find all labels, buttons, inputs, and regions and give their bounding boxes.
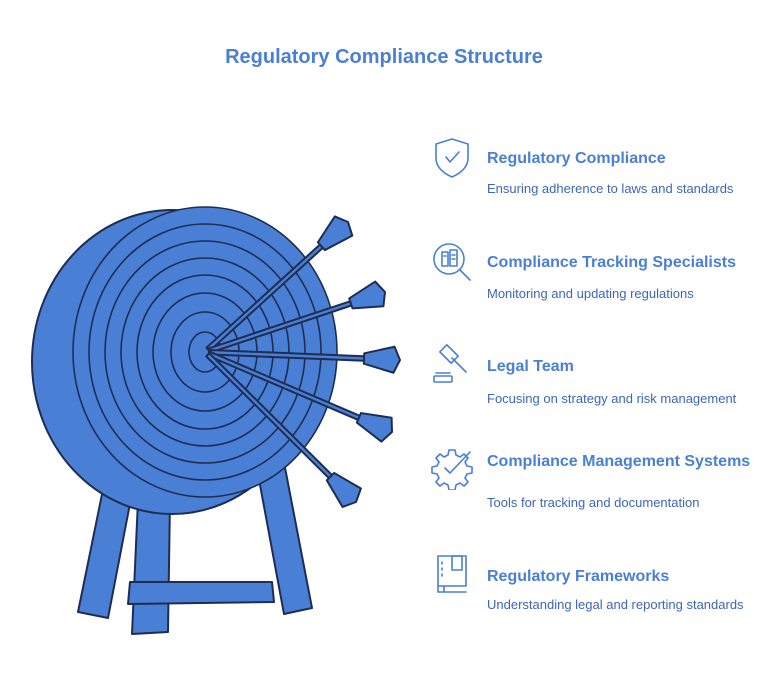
item-regulatory-compliance: Regulatory Compliance Ensuring adherence… — [430, 136, 760, 206]
target-illustration — [31, 206, 401, 635]
arrow-2 — [207, 280, 386, 354]
item-heading: Regulatory Compliance — [487, 150, 666, 167]
book-icon — [437, 555, 467, 593]
item-description: Understanding legal and reporting standa… — [487, 597, 744, 612]
shield-check-icon — [435, 138, 469, 178]
magnifier-document-icon — [433, 243, 471, 281]
gavel-icon — [433, 344, 467, 383]
item-description: Monitoring and updating regulations — [487, 286, 694, 301]
arrow-3 — [207, 345, 401, 374]
item-description: Ensuring adherence to laws and standards — [487, 181, 734, 196]
item-heading: Compliance Tracking Specialists — [487, 254, 736, 271]
page-title: Regulatory Compliance Structure — [225, 46, 543, 68]
easel-leg-middle — [131, 499, 171, 635]
gear-check-icon — [431, 449, 473, 490]
item-legal-team: Legal Team Focusing on strategy and risk… — [430, 342, 760, 412]
arrow-1 — [205, 215, 354, 352]
item-description: Focusing on strategy and risk management — [487, 391, 737, 406]
arrow-5 — [205, 352, 362, 508]
item-heading: Compliance Management Systems — [487, 453, 751, 470]
item-compliance-tracking-specialists: Compliance Tracking Specialists Monitori… — [430, 240, 760, 310]
item-compliance-management-systems: Compliance Management Systems Tools for … — [430, 446, 760, 516]
item-regulatory-frameworks: Regulatory Frameworks Understanding lega… — [430, 552, 760, 632]
easel-crossbar — [127, 581, 275, 605]
item-heading: Legal Team — [487, 358, 574, 375]
arrows — [205, 215, 401, 508]
item-heading: Regulatory Frameworks — [487, 568, 670, 585]
item-description: Tools for tracking and documentation — [487, 495, 700, 510]
target-face — [72, 206, 338, 498]
